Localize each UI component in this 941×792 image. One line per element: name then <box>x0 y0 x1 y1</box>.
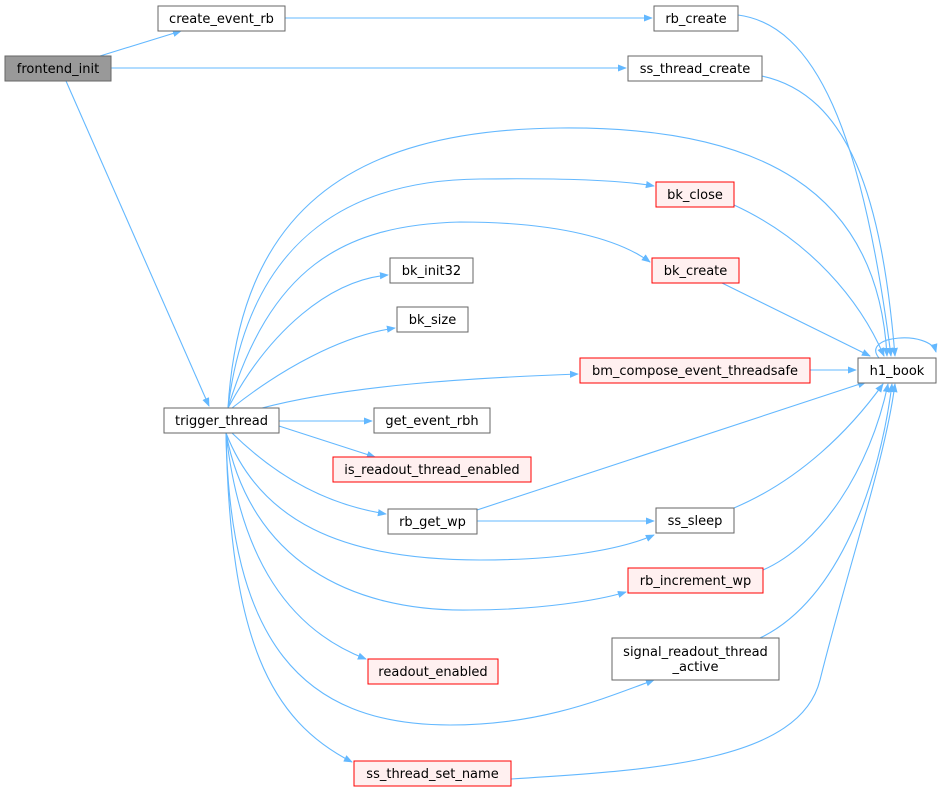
node-get-event-rbh[interactable]: get_event_rbh <box>373 407 491 434</box>
node-label: rb_get_wp <box>399 515 466 530</box>
edge-trigger-thread-to-ss-sleep <box>225 432 655 561</box>
node-h1-book[interactable]: h1_book <box>857 357 937 384</box>
edge-h1-book-to-h1-book <box>875 337 938 359</box>
node-readout-enabled[interactable]: readout_enabled <box>367 658 499 685</box>
node-frontend-init[interactable]: frontend_init <box>4 55 112 82</box>
edge-rb-get-wp-to-h1-book <box>476 381 867 511</box>
node-box <box>389 257 474 284</box>
edge-rb-increment-wp-to-h1-book <box>762 383 890 571</box>
edge-rb-create-to-h1-book <box>737 14 894 357</box>
node-bk-init32[interactable]: bk_init32 <box>389 257 474 284</box>
node-label: rb_increment_wp <box>640 574 752 589</box>
node-box <box>653 5 739 32</box>
edge-ss-thread-set-name-to-h1-book <box>510 383 898 780</box>
edge-trigger-thread-to-bk-close <box>227 178 655 409</box>
node-label: rb_create <box>665 12 726 27</box>
edge-bk-close-to-h1-book <box>733 204 885 357</box>
node-label: ss_thread_create <box>640 62 750 77</box>
node-label: signal_readout_thread <box>623 645 768 660</box>
node-box <box>655 181 735 208</box>
node-create-event-rb[interactable]: create_event_rb <box>157 5 286 32</box>
node-label: is_readout_thread_enabled <box>344 463 519 478</box>
node-label: bk_init32 <box>402 264 461 279</box>
edge-trigger-thread-to-bm-compose-event-threadsafe <box>261 370 579 409</box>
node-box <box>4 55 112 82</box>
node-label: bm_compose_event_threadsafe <box>592 364 798 379</box>
node-bk-size[interactable]: bk_size <box>396 306 469 333</box>
node-box <box>611 637 780 681</box>
node-rb-increment-wp[interactable]: rb_increment_wp <box>627 567 764 594</box>
node-label: bk_close <box>667 188 723 203</box>
node-label: bk_size <box>409 313 457 328</box>
node-label: bk_create <box>664 264 728 279</box>
node-label: get_event_rbh <box>385 414 478 429</box>
edge-trigger-thread-to-rb-get-wp <box>231 432 387 517</box>
edge-trigger-thread-to-is-readout-thread-enabled <box>278 425 376 458</box>
node-bm-compose-event-threadsafe[interactable]: bm_compose_event_threadsafe <box>579 357 811 384</box>
node-label: _active <box>671 660 718 675</box>
nodes-layer: frontend_init create_event_rb rb_create ss_… <box>4 5 937 787</box>
node-box <box>353 760 512 787</box>
edge-trigger-thread-to-rb-increment-wp <box>225 432 627 611</box>
node-box <box>163 407 280 434</box>
node-label: trigger_thread <box>175 414 268 429</box>
node-box <box>627 567 764 594</box>
edge-trigger-thread-to-signal-readout-thread-active <box>225 432 655 726</box>
node-signal-readout-thread-active[interactable]: signal_readout_thread_active <box>611 637 780 681</box>
node-ss-thread-set-name[interactable]: ss_thread_set_name <box>353 760 512 787</box>
node-box <box>396 306 469 333</box>
edge-trigger-thread-to-bk-create <box>227 221 651 409</box>
node-label: h1_book <box>870 364 925 379</box>
node-box <box>373 407 491 434</box>
node-label: create_event_rb <box>169 12 274 27</box>
node-bk-close[interactable]: bk_close <box>655 181 735 208</box>
edge-trigger-thread-to-bk-init32 <box>227 272 389 409</box>
node-label: frontend_init <box>17 62 99 77</box>
node-box <box>332 456 532 483</box>
edge-trigger-thread-to-bk-size <box>231 325 396 409</box>
node-rb-get-wp[interactable]: rb_get_wp <box>387 508 478 535</box>
edge-frontend-init-to-trigger-thread <box>65 80 210 407</box>
node-box <box>367 658 499 685</box>
node-box <box>157 5 286 32</box>
node-is-readout-thread-enabled[interactable]: is_readout_thread_enabled <box>332 456 532 483</box>
node-bk-create[interactable]: bk_create <box>651 257 740 284</box>
node-box <box>387 508 478 535</box>
node-rb-create[interactable]: rb_create <box>653 5 739 32</box>
node-ss-thread-create[interactable]: ss_thread_create <box>627 55 763 82</box>
node-label: ss_sleep <box>668 514 723 529</box>
node-trigger-thread[interactable]: trigger_thread <box>163 407 280 434</box>
node-label: ss_thread_set_name <box>366 767 498 782</box>
node-box <box>651 257 740 284</box>
node-box <box>857 357 937 384</box>
node-ss-sleep[interactable]: ss_sleep <box>655 507 735 534</box>
edges-layer <box>65 14 938 780</box>
edge-ss-thread-create-to-h1-book <box>761 75 898 357</box>
edge-ss-sleep-to-h1-book <box>733 383 884 509</box>
edge-bk-create-to-h1-book <box>721 282 871 357</box>
edge-trigger-thread-to-readout-enabled <box>225 432 367 660</box>
edge-signal-readout-thread-active-to-h1-book <box>759 383 895 639</box>
node-label: readout_enabled <box>378 665 487 680</box>
node-box <box>627 55 763 82</box>
edge-trigger-thread-to-h1-book <box>227 127 891 409</box>
node-box <box>655 507 735 534</box>
node-box <box>579 357 811 384</box>
edge-trigger-thread-to-ss-thread-set-name <box>225 432 353 763</box>
edge-frontend-init-to-create-event-rb <box>99 29 182 57</box>
